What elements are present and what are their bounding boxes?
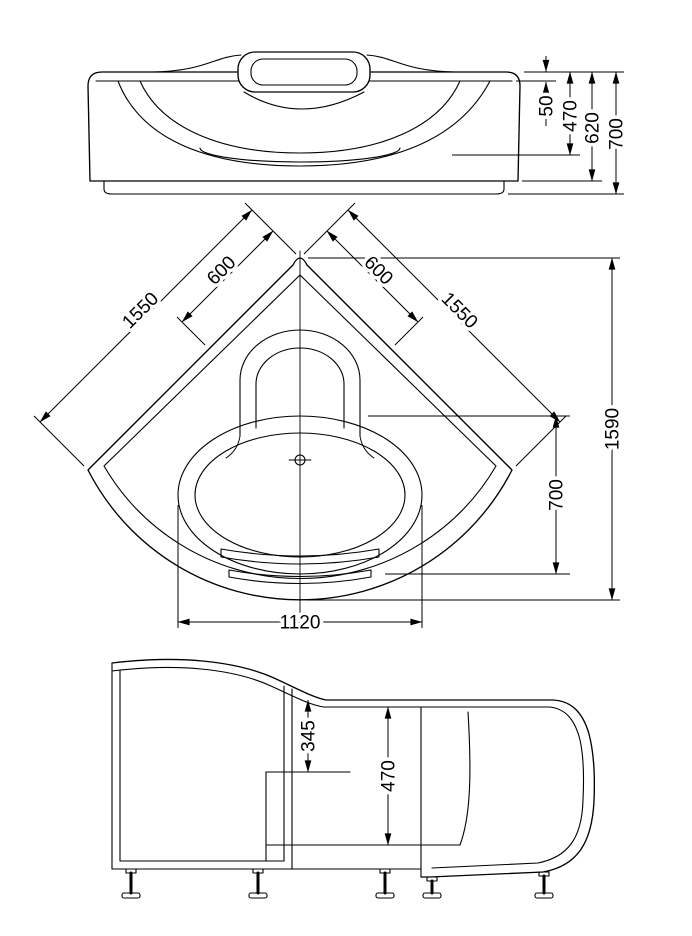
adjustable-foot: [248, 868, 268, 899]
front-headrest-skirt: [243, 91, 365, 110]
plan-ext-apex-right: [303, 202, 356, 255]
dim-label-plan-1590: 1590: [603, 408, 624, 450]
plan-headrest-flare-right: [359, 435, 375, 459]
plan-outline-outer: [87, 257, 513, 601]
plan-grab-slats: [220, 548, 380, 585]
dim-label-plan-1550-right: 1550: [437, 288, 482, 333]
side-rim-and-apron-outer: [111, 658, 596, 878]
dim-label-plan-1120: 1120: [280, 613, 321, 634]
adjustable-foot: [534, 871, 554, 899]
front-tub-outline: [87, 71, 521, 182]
plan-dim-1550-left-line: [39, 209, 253, 423]
dim-label-plan-700: 700: [547, 479, 568, 511]
front-view: [87, 51, 521, 195]
foot-pad: [534, 892, 554, 899]
plan-ext-600-left: [176, 316, 206, 346]
front-bowl-outer: [117, 80, 491, 167]
plan-dim-1550-right-line: [347, 209, 561, 423]
plan-ext-corner-left: [33, 415, 85, 467]
dim-label-front-50: 50: [537, 95, 558, 116]
side-far-wall: [459, 711, 471, 846]
front-headrest-inner: [250, 58, 358, 86]
side-view: [111, 658, 596, 899]
front-bowl-floor: [199, 147, 401, 163]
plan-ext-apex-left: [244, 202, 297, 255]
dim-label-side-345: 345: [299, 720, 320, 752]
dim-label-plan-1550-left: 1550: [118, 288, 163, 333]
adjustable-foot: [422, 876, 442, 899]
dim-label-front-700: 700: [607, 118, 628, 150]
foot-pad: [121, 892, 141, 899]
adjustable-foot: [375, 868, 395, 899]
side-rim-and-apron-inner: [111, 666, 585, 869]
front-headrest-outer: [237, 51, 371, 93]
foot-pad: [248, 892, 268, 899]
dim-label-front-470: 470: [561, 100, 582, 132]
front-bowl-inner: [139, 80, 461, 154]
foot-pad: [375, 892, 395, 899]
front-plinth: [103, 180, 505, 195]
plan-slat-lower: [228, 569, 372, 585]
side-dimensions: 345 470: [295, 699, 403, 846]
adjustable-foot: [121, 868, 141, 899]
front-dimensions: 50 470 620 700: [452, 56, 631, 195]
front-deck-curve-right: [366, 54, 457, 73]
dim-label-side-470: 470: [379, 760, 400, 792]
front-deck-curve-left: [151, 54, 242, 73]
dim-label-front-620: 620: [583, 112, 604, 144]
plan-headrest-flare-left: [225, 435, 241, 459]
plan-slat-upper: [220, 548, 380, 565]
plan-ext-600-right: [394, 316, 424, 346]
foot-pad: [422, 892, 442, 899]
dim-label-plan-600-left: 600: [203, 252, 240, 289]
plan-ext-corner-right: [515, 415, 567, 467]
